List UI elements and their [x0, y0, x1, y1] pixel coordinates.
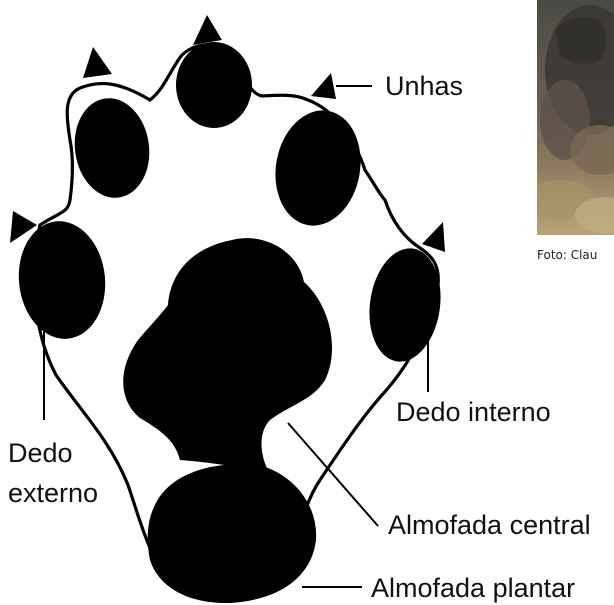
claw-upper-left	[83, 47, 112, 78]
label-outer-toe-line1: Dedo	[8, 438, 73, 468]
central-pad	[123, 238, 332, 470]
toe-pad-top	[176, 42, 252, 128]
plantar-pad	[148, 464, 316, 603]
claw-upper-right	[311, 73, 336, 99]
claw-right	[422, 222, 445, 252]
label-outer-toe-line2: externo	[8, 478, 98, 508]
toe-pad-upper-left	[68, 93, 155, 202]
photo-credit: Foto: Clau	[537, 248, 597, 262]
toe-pad-outer	[13, 217, 111, 343]
label-claws: Unhas	[385, 71, 463, 101]
animal-photo	[525, 0, 614, 235]
label-central-pad: Almofada central	[388, 510, 591, 540]
toe-pad-upper-right	[267, 104, 370, 233]
claw-top	[193, 15, 222, 45]
label-plantar-pad: Almofada plantar	[371, 573, 575, 603]
label-inner-toe: Dedo interno	[396, 397, 551, 427]
